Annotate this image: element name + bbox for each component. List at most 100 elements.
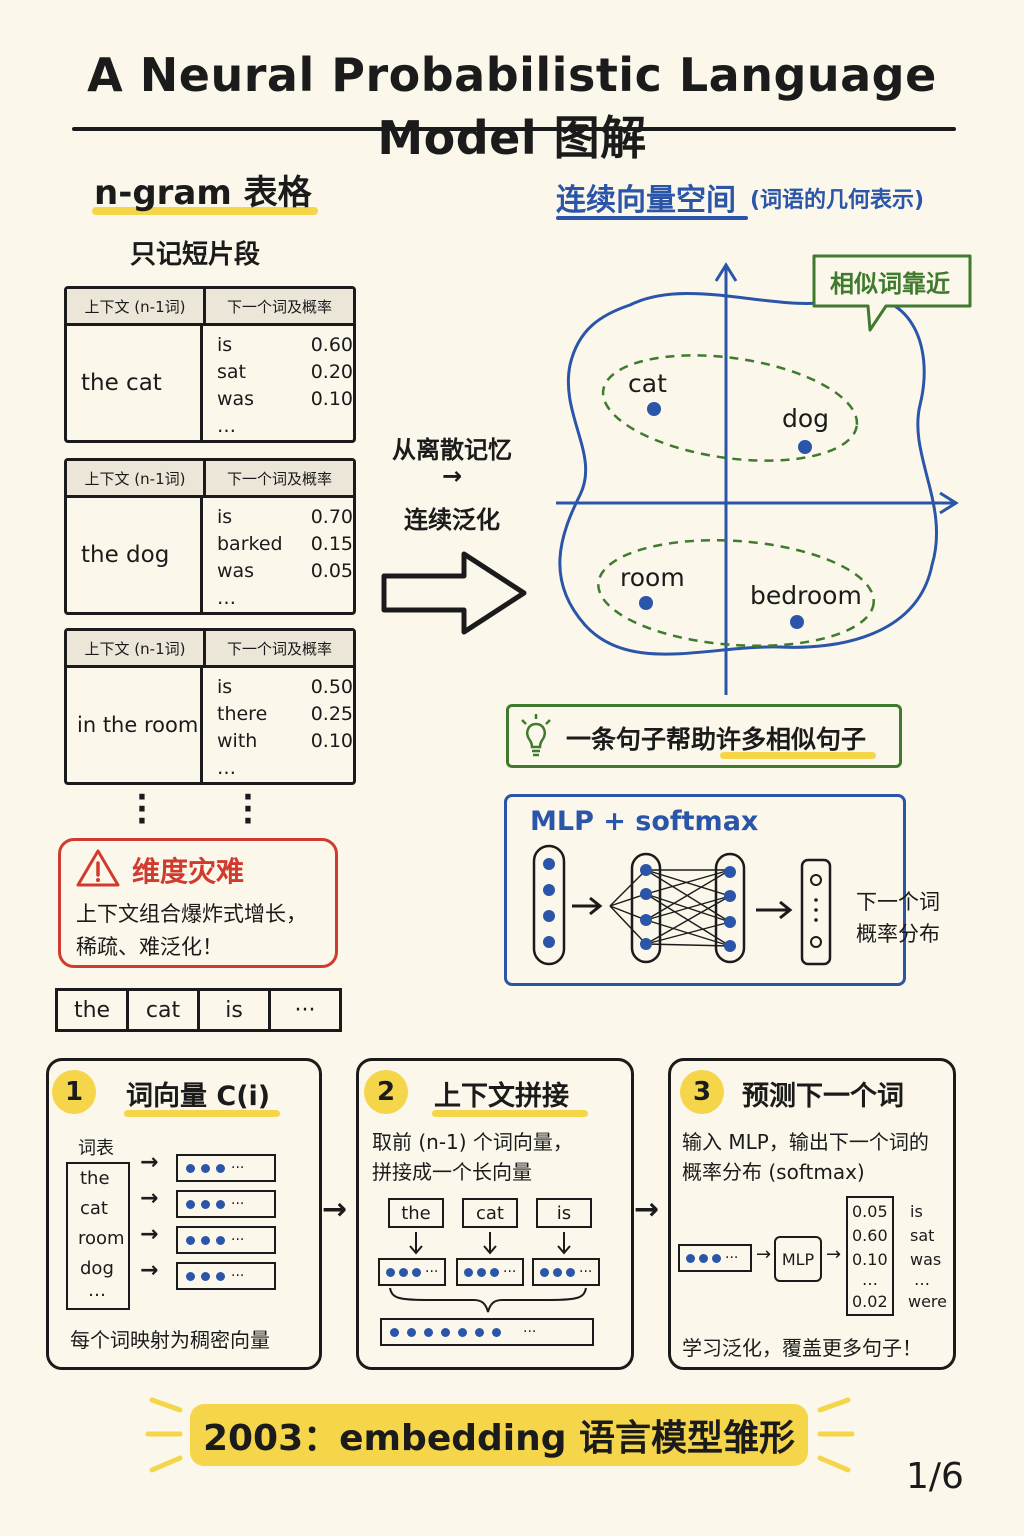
probability-value: 0.05 — [852, 1202, 888, 1221]
ngram-section-title: n-gram 表格 — [94, 173, 312, 213]
arrow-right-icon: → — [140, 1258, 159, 1283]
arrow-right-icon: → — [756, 1244, 772, 1265]
step-2-title: 上下文拼接 — [434, 1081, 569, 1112]
page-number: 1/6 — [906, 1456, 964, 1497]
word-cat: cat — [628, 369, 667, 398]
warning-title: 维度灾难 — [132, 855, 245, 888]
lightbulb-icon — [521, 714, 551, 757]
word-room: room — [620, 563, 685, 592]
context-vector: ··· — [378, 1258, 446, 1286]
input-vector: ··· — [678, 1244, 752, 1272]
vocab-word: the — [80, 1168, 110, 1189]
probability-value: … — [862, 1270, 878, 1289]
candidate-word: … — [914, 1270, 930, 1289]
arrow-right-icon: → — [634, 1192, 660, 1227]
big-arrow-icon — [381, 551, 527, 635]
vocab-box — [66, 1162, 130, 1310]
column-header-context: 上下文 (n-1词) — [67, 631, 206, 665]
step-1-caption: 每个词映射为稠密向量 — [70, 1328, 270, 1352]
mlp-output-label: 概率分布 — [856, 922, 940, 946]
bedroom-point — [790, 615, 804, 629]
ngram-title-highlight — [92, 207, 318, 215]
embedding-vector: ··· — [176, 1226, 276, 1254]
context-cell: the cat — [67, 326, 203, 440]
context-cell: the dog — [67, 498, 203, 612]
y-axis-arrow-icon — [714, 262, 738, 282]
arrow-right-icon: → — [140, 1186, 159, 1211]
warning-icon — [76, 849, 120, 887]
warning-line: 上下文组合爆炸式增长， — [76, 902, 307, 926]
step-2-description: 拼接成一个长向量 — [372, 1160, 532, 1184]
curse-of-dimensionality-box — [58, 838, 338, 968]
speech-bubble — [812, 254, 972, 332]
candidate-word: was — [910, 1250, 942, 1269]
context-cell: in the room — [67, 668, 203, 782]
mlp-output-label: 下一个词 — [856, 890, 940, 914]
column-header-context: 上下文 (n-1词) — [67, 289, 206, 323]
step-1-highlight — [124, 1110, 280, 1117]
mlp-block: MLP — [774, 1236, 822, 1282]
token: is — [200, 991, 271, 1029]
step-2-description: 取前 (n-1) 个词向量， — [372, 1130, 573, 1154]
vocab-word: room — [78, 1228, 125, 1249]
probability-column — [846, 1196, 894, 1316]
space-blob — [558, 292, 938, 656]
candidate-word: is — [910, 1202, 923, 1221]
x-axis-arrow-icon — [939, 491, 959, 515]
step-1-badge: 1 — [52, 1070, 96, 1114]
tip-text: 一条句子帮助许多相似句子 — [566, 725, 867, 754]
word-bedroom: bedroom — [750, 581, 862, 610]
column-header-context: 上下文 (n-1词) — [67, 461, 206, 495]
bubble-text: 相似词靠近 — [830, 270, 950, 298]
concatenated-vector: ··· — [380, 1318, 594, 1346]
table-more: … — [217, 757, 236, 779]
token: the — [58, 991, 129, 1029]
transition-line-2: 连续泛化 — [404, 506, 500, 534]
step-3-title: 预测下一个词 — [742, 1081, 904, 1112]
table-more: … — [217, 587, 236, 609]
context-token: the — [388, 1198, 444, 1228]
context-vector: ··· — [532, 1258, 600, 1286]
tip-highlight — [720, 752, 876, 759]
context-token: cat — [462, 1198, 518, 1228]
candidate-word: sat — [910, 1226, 935, 1245]
vector-space-subtitle: (词语的几何表示) — [750, 188, 925, 213]
vector-space-title: 连续向量空间 — [556, 183, 736, 218]
context-token: is — [536, 1198, 592, 1228]
column-header-next: 下一个词及概率 — [226, 297, 332, 316]
candidate-word: were — [908, 1292, 947, 1311]
embedding-vector: ··· — [176, 1154, 276, 1182]
vector-title-underline — [556, 216, 748, 220]
column-header-next: 下一个词及概率 — [226, 469, 332, 488]
token: cat — [129, 991, 200, 1029]
page-title: A Neural Probabilistic Language Model 图解 — [87, 48, 937, 165]
title-underline — [72, 127, 956, 131]
vocab-word: cat — [80, 1198, 108, 1219]
step-2-badge: 2 — [364, 1070, 408, 1114]
room-cluster — [597, 538, 875, 648]
vocab-label: 词表 — [78, 1138, 114, 1159]
mlp-box — [504, 794, 906, 986]
step-3-caption: 学习泛化，覆盖更多句子！ — [682, 1336, 922, 1360]
concat-diagram — [389, 1232, 587, 1313]
ngram-subtitle: 只记短片段 — [130, 240, 261, 270]
step-2-highlight — [432, 1110, 588, 1117]
token-strip: the cat is ··· — [55, 988, 342, 1032]
cat-point — [647, 402, 661, 416]
sparkle-left-icon — [145, 1397, 183, 1473]
vocab-word: dog — [80, 1258, 114, 1279]
context-vector: ··· — [456, 1258, 524, 1286]
probability-value: 0.60 — [852, 1226, 888, 1245]
probability-value: 0.10 — [852, 1250, 888, 1269]
arrow-right-icon: → — [826, 1244, 842, 1265]
dog-point — [798, 440, 812, 454]
